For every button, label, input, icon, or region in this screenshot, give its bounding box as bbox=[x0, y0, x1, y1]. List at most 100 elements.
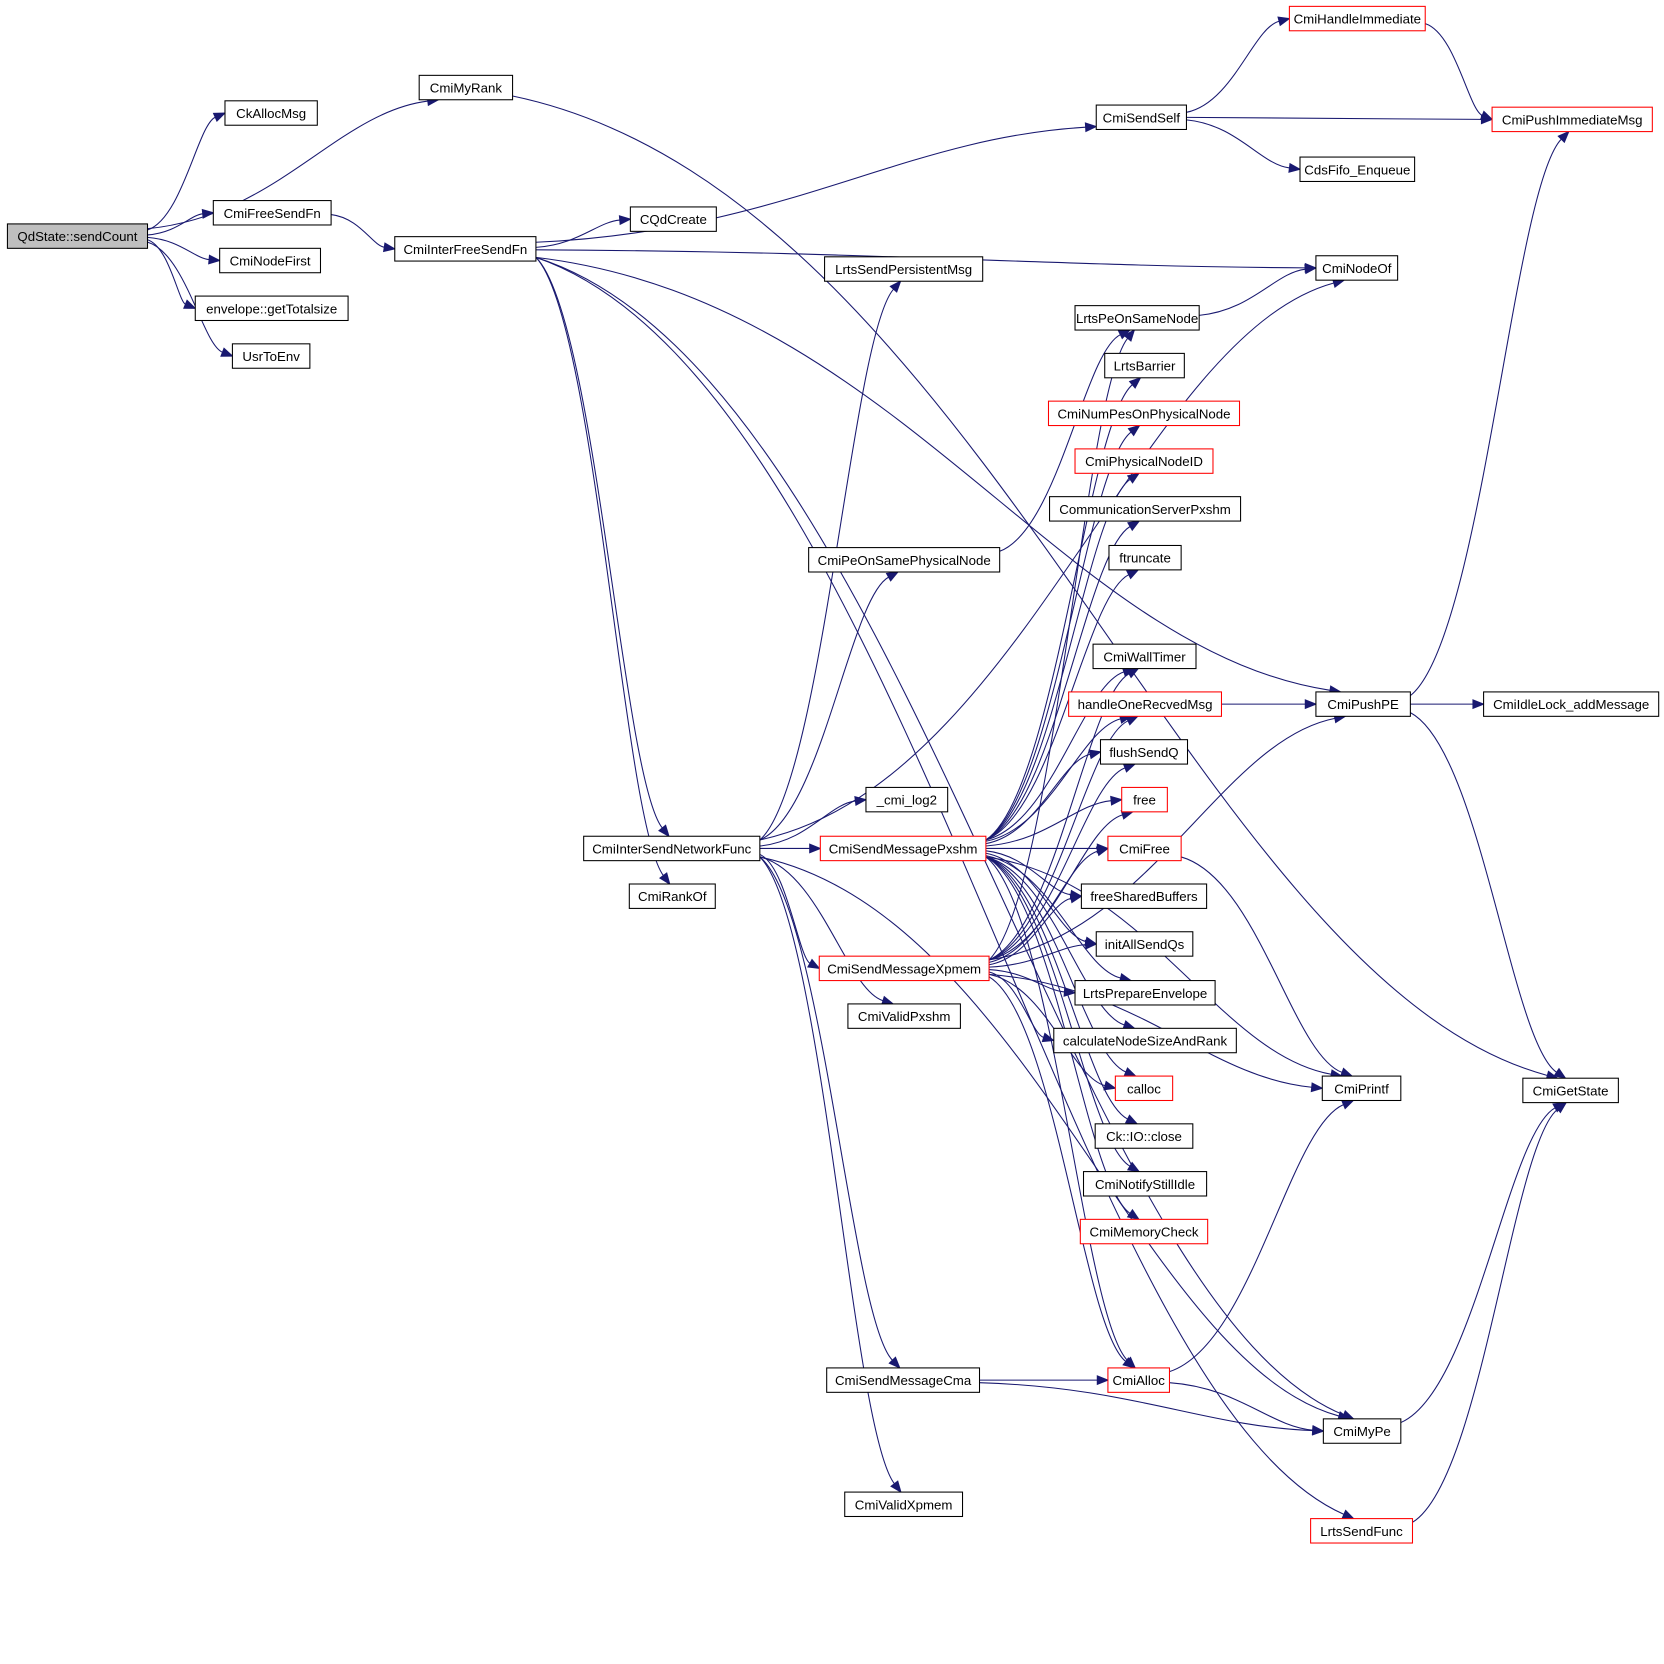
node-cmi-node-first[interactable]: CmiNodeFirst bbox=[219, 247, 322, 274]
node-label: CmiAlloc bbox=[1113, 1373, 1166, 1388]
arrowhead-icon bbox=[889, 280, 902, 293]
node-cmi-my-rank[interactable]: CmiMyRank bbox=[418, 74, 514, 101]
node-label: calculateNodeSizeAndRank bbox=[1063, 1034, 1228, 1049]
node-label: freeSharedBuffers bbox=[1090, 889, 1198, 904]
edge-line bbox=[988, 337, 1129, 961]
node-free-shared-buffers[interactable]: freeSharedBuffers bbox=[1080, 883, 1208, 909]
node-usr-to-env[interactable]: UsrToEnv bbox=[231, 343, 311, 369]
edge-cmi-inter-send-network-func-to-cmi-log2 bbox=[759, 796, 868, 847]
edge-line bbox=[985, 856, 1128, 1361]
node-box bbox=[819, 835, 987, 862]
node-box bbox=[818, 955, 990, 982]
node-box bbox=[231, 343, 311, 369]
node-cmi-send-message-xpmem[interactable]: CmiSendMessageXpmem bbox=[818, 955, 990, 982]
node-cmi-push-pe[interactable]: CmiPushPE bbox=[1315, 691, 1411, 717]
node-label: CmiNotifyStillIdle bbox=[1095, 1177, 1195, 1192]
node-cmi-pe-on-same-physical-node[interactable]: CmiPeOnSamePhysicalNode bbox=[808, 547, 1001, 573]
node-lrts-pe-on-same-node[interactable]: LrtsPeOnSameNode bbox=[1074, 305, 1200, 331]
arrowhead-icon bbox=[1311, 1425, 1325, 1436]
node-handle-one-recved-msg[interactable]: handleOneRecvedMsg bbox=[1068, 691, 1222, 717]
node-box bbox=[1082, 1171, 1208, 1197]
node-send-count[interactable]: QdState::sendCount bbox=[6, 223, 149, 249]
node-cmi-get-state[interactable]: CmiGetState bbox=[1522, 1077, 1619, 1104]
node-init-all-send-qs[interactable]: initAllSendQs bbox=[1095, 931, 1194, 957]
node-flush-send-q[interactable]: flushSendQ bbox=[1099, 739, 1189, 765]
arrowhead-icon bbox=[809, 843, 822, 854]
node-lrts-prepare-envelope[interactable]: LrtsPrepareEnvelope bbox=[1074, 980, 1216, 1006]
node-lrts-send-persistent-msg[interactable]: LrtsSendPersistentMsg bbox=[824, 256, 984, 282]
node-box bbox=[212, 200, 332, 226]
node-cmi-rank-of[interactable]: CmiRankOf bbox=[628, 883, 716, 909]
node-cmi-inter-send-network-func[interactable]: CmiInterSendNetworkFunc bbox=[583, 835, 761, 862]
node-box bbox=[844, 1491, 964, 1518]
edge-cmi-send-message-pxshm-to-flush-send-q bbox=[985, 749, 1102, 845]
node-cmi-memory-check[interactable]: CmiMemoryCheck bbox=[1079, 1218, 1209, 1245]
node-cmi-alloc[interactable]: CmiAlloc bbox=[1107, 1367, 1170, 1393]
node-cmi-log2[interactable]: _cmi_log2 bbox=[865, 786, 949, 813]
node-cmi-valid-pxshm[interactable]: CmiValidPxshm bbox=[847, 1003, 961, 1029]
node-free[interactable]: free bbox=[1121, 786, 1168, 813]
node-calculate-node-size-and-rank[interactable]: calculateNodeSizeAndRank bbox=[1053, 1027, 1237, 1054]
arrowhead-icon bbox=[885, 571, 900, 582]
node-cmi-inter-free-send-fn[interactable]: CmiInterFreeSendFn bbox=[394, 236, 537, 262]
node-cmi-push-immediate-msg[interactable]: CmiPushImmediateMsg bbox=[1491, 106, 1653, 133]
node-cmi-free-send-fn[interactable]: CmiFreeSendFn bbox=[212, 200, 332, 226]
node-cmi-num-pes-on-physical-node[interactable]: CmiNumPesOnPhysicalNode bbox=[1047, 400, 1241, 427]
edge-cmi-inter-free-send-fn-to-cmi-rank-of bbox=[535, 256, 671, 886]
node-ck-ioclose[interactable]: Ck::IO::close bbox=[1094, 1123, 1194, 1149]
node-get-totalsize[interactable]: envelope::getTotalsize bbox=[194, 295, 349, 322]
node-cmi-wall-timer[interactable]: CmiWallTimer bbox=[1092, 643, 1197, 670]
node-lrts-barrier[interactable]: LrtsBarrier bbox=[1104, 352, 1185, 379]
arrowhead-icon bbox=[212, 112, 227, 123]
edge-line bbox=[985, 850, 1071, 896]
node-cqd-create[interactable]: CQdCreate bbox=[629, 206, 717, 232]
arrowhead-icon bbox=[1069, 893, 1083, 904]
edge-cmi-send-message-pxshm-to-cmi-free bbox=[985, 843, 1110, 854]
edge-cmi-send-message-xpmem-to-free-shared-buffers bbox=[988, 893, 1083, 966]
edge-line bbox=[985, 431, 1132, 841]
node-cmi-valid-xpmem[interactable]: CmiValidXpmem bbox=[844, 1491, 964, 1518]
node-label: CmiSendMessageXpmem bbox=[827, 961, 981, 976]
edge-cmi-send-message-xpmem-to-cmi-alloc bbox=[988, 976, 1136, 1369]
node-cmi-node-of[interactable]: CmiNodeOf bbox=[1315, 255, 1399, 281]
node-cmi-handle-immediate[interactable]: CmiHandleImmediate bbox=[1288, 5, 1426, 32]
arrowhead-icon bbox=[658, 872, 671, 886]
node-cmi-idle-lock-add-message[interactable]: CmiIdleLock_addMessage bbox=[1483, 691, 1660, 717]
node-label: free bbox=[1133, 793, 1156, 808]
node-box bbox=[808, 547, 1001, 573]
edge-lrts-pe-on-same-node-to-cmi-node-of bbox=[1199, 264, 1318, 316]
node-calloc[interactable]: calloc bbox=[1114, 1075, 1174, 1102]
edge-line bbox=[1199, 268, 1306, 316]
node-cmi-my-pe[interactable]: CmiMyPe bbox=[1322, 1418, 1402, 1444]
node-cmi-printf[interactable]: CmiPrintf bbox=[1321, 1075, 1402, 1102]
node-ftruncate[interactable]: ftruncate bbox=[1108, 544, 1182, 571]
arrowhead-icon bbox=[1123, 1067, 1137, 1077]
node-box bbox=[1099, 739, 1189, 765]
node-lrts-send-func[interactable]: LrtsSendFunc bbox=[1310, 1518, 1414, 1544]
node-cmi-notify-still-idle[interactable]: CmiNotifyStillIdle bbox=[1082, 1171, 1208, 1197]
node-cmi-send-message-pxshm[interactable]: CmiSendMessagePxshm bbox=[819, 835, 987, 862]
edge-line bbox=[147, 100, 428, 230]
node-box bbox=[1095, 931, 1194, 957]
edge-line bbox=[759, 576, 889, 841]
node-cmi-send-self[interactable]: CmiSendSelf bbox=[1095, 104, 1187, 130]
edge-cmi-free-to-cmi-printf bbox=[1180, 856, 1354, 1077]
edge-cmi-inter-free-send-fn-to-cqd-create bbox=[535, 215, 632, 248]
arrowhead-icon bbox=[1128, 376, 1142, 389]
arrowhead-icon bbox=[1122, 1357, 1136, 1369]
edge-send-count-to-usr-to-env bbox=[147, 241, 234, 357]
node-cmi-physical-node-id[interactable]: CmiPhysicalNodeID bbox=[1074, 448, 1214, 474]
node-box bbox=[1104, 352, 1185, 379]
node-cmi-send-message-cma[interactable]: CmiSendMessageCma bbox=[826, 1367, 981, 1393]
node-label: CmiNumPesOnPhysicalNode bbox=[1057, 406, 1230, 421]
node-cds-fifo-enqueue[interactable]: CdsFifo_Enqueue bbox=[1299, 156, 1416, 183]
edge-cmi-inter-send-network-func-to-cmi-valid-pxshm bbox=[759, 856, 895, 1006]
node-ck-alloc-msg[interactable]: CkAllocMsg bbox=[224, 100, 318, 126]
node-cmi-free[interactable]: CmiFree bbox=[1107, 835, 1182, 862]
edge-line bbox=[1186, 20, 1280, 113]
node-communication-server-pxshm[interactable]: CommunicationServerPxshm bbox=[1049, 496, 1242, 522]
node-box bbox=[224, 100, 318, 126]
node-box bbox=[1080, 883, 1208, 909]
edge-cmi-send-message-pxshm-to-calculate-node-size-and-rank bbox=[985, 856, 1136, 1030]
edge-line bbox=[759, 856, 1340, 1417]
